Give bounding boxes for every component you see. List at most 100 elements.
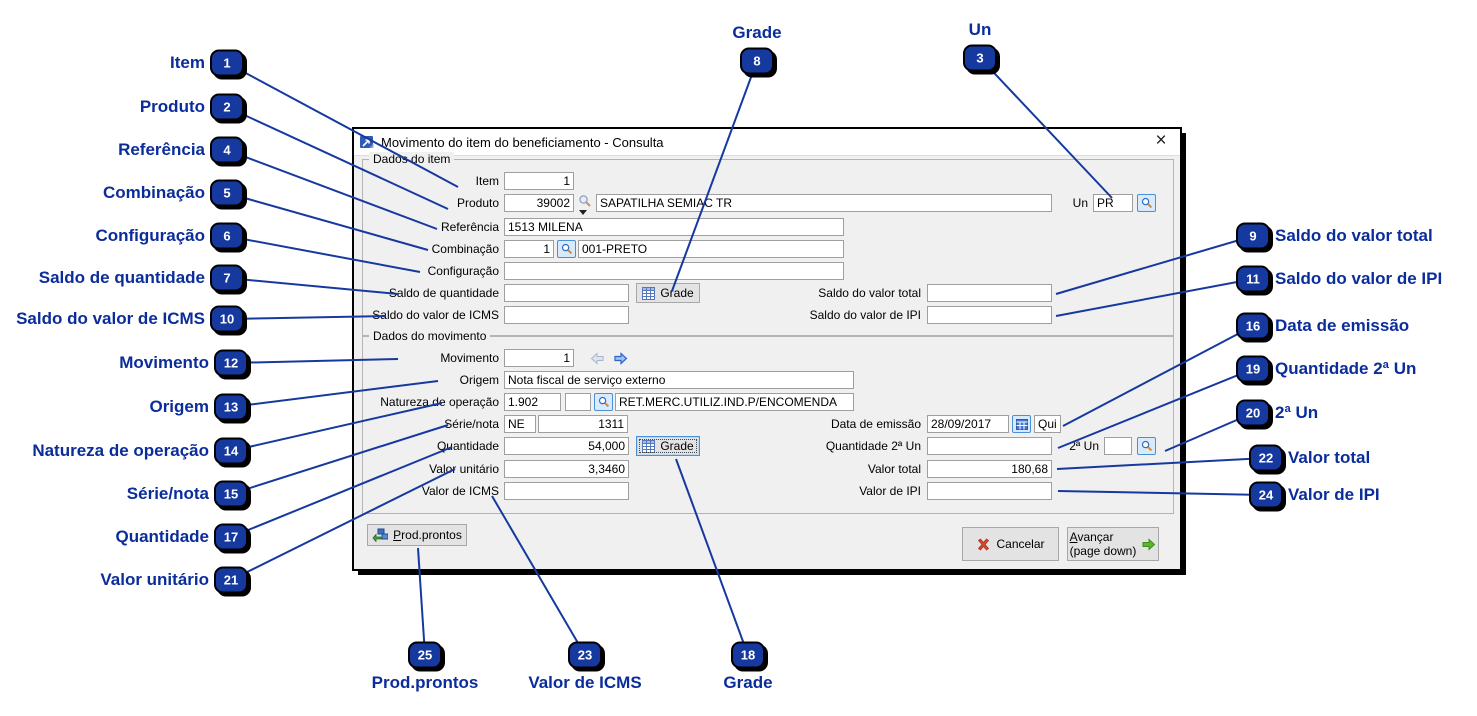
referencia-field[interactable]: 1513 MILENA: [504, 218, 844, 236]
un-field[interactable]: PR: [1093, 194, 1133, 212]
products-icon: [372, 528, 389, 542]
search-icon: [1141, 197, 1152, 209]
callout-number-badge: 16: [1236, 312, 1270, 340]
arrow-right-icon: [1142, 537, 1156, 551]
configuracao-label: Configuração: [427, 264, 499, 278]
arrow-left-icon: [590, 352, 604, 365]
natureza-code-field[interactable]: 1.902: [504, 393, 561, 411]
callout-number-badge: 21: [214, 566, 248, 594]
nota-field[interactable]: 1311: [538, 415, 628, 433]
callout-number-badge: 25: [408, 641, 442, 669]
un2-search-button[interactable]: [1137, 437, 1156, 455]
movimento-field[interactable]: 1: [504, 349, 574, 367]
produto-label: Produto: [456, 196, 499, 210]
saldo-quantidade-label: Saldo de quantidade: [388, 286, 499, 300]
callout-number-badge: 17: [214, 523, 248, 551]
serie-field[interactable]: NE: [504, 415, 536, 433]
app-icon: [360, 136, 374, 148]
cancel-x-icon: [978, 537, 990, 551]
saldo-valor-ipi-field[interactable]: [927, 306, 1052, 324]
next-movement-button[interactable]: [612, 350, 629, 367]
combinacao-desc-field[interactable]: 001-PRETO: [578, 240, 844, 258]
callout-label: Série/nota: [126, 484, 209, 503]
combinacao-search-button[interactable]: [557, 240, 576, 258]
callout-number-badge: 24: [1249, 481, 1283, 509]
arrow-right-icon: [614, 352, 628, 365]
callout-label: Item: [170, 53, 205, 72]
callout-number-badge: 7: [210, 264, 244, 292]
callout-number-badge: 14: [214, 437, 248, 465]
callout-label: Saldo do valor total: [1275, 226, 1433, 245]
un2-label: 2ª Un: [1069, 439, 1099, 453]
prod-prontos-label: Prod.prontos: [393, 528, 462, 542]
quantidade-2un-label: Quantidade 2ª Un: [825, 439, 921, 453]
combinacao-code-field[interactable]: 1: [504, 240, 554, 258]
calendar-button[interactable]: [1012, 415, 1031, 433]
callout-number-badge: 13: [214, 393, 248, 421]
valor-total-label: Valor total: [867, 462, 921, 476]
item-label: Item: [475, 174, 499, 188]
grade-button-quantidade[interactable]: Grade: [636, 436, 700, 456]
callout-label: Prod.prontos: [371, 673, 479, 692]
natureza-operacao-label: Natureza de operação: [380, 395, 499, 409]
callout-number-badge: 20: [1236, 399, 1270, 427]
quantidade-label: Quantidade: [436, 439, 499, 453]
search-icon: [561, 243, 572, 255]
natureza-search-button[interactable]: [594, 393, 613, 411]
un-search-button[interactable]: [1137, 194, 1156, 212]
callout-number-badge: 18: [731, 641, 765, 669]
callout-label: Saldo do valor de IPI: [1275, 269, 1443, 288]
callout-number-badge: 12: [214, 349, 248, 377]
produto-search-icon[interactable]: [578, 194, 592, 208]
search-icon: [1141, 440, 1152, 452]
valor-total-field[interactable]: 180,68: [927, 460, 1052, 478]
grade-button-label: Grade: [660, 286, 694, 300]
weekday-field[interactable]: Qui: [1034, 415, 1061, 433]
callout-number-badge: 2: [210, 93, 244, 121]
grade-button-saldo[interactable]: Grade: [636, 283, 700, 303]
prod-prontos-button[interactable]: Prod.prontos: [367, 524, 467, 546]
combinacao-label: Combinação: [431, 242, 499, 256]
callout-number-badge: 6: [210, 222, 244, 250]
callout-number-badge: 15: [214, 480, 248, 508]
valor-unitario-label: Valor unitário: [429, 462, 499, 476]
produto-dropdown-icon[interactable]: [579, 210, 587, 215]
callout-label: Data de emissão: [1275, 316, 1410, 335]
un-label: Un: [1072, 196, 1088, 210]
callout-number-badge: 11: [1236, 265, 1270, 293]
valor-unitario-field[interactable]: 3,3460: [504, 460, 629, 478]
previous-movement-button[interactable]: [589, 350, 606, 367]
data-emissao-field[interactable]: 28/09/2017: [927, 415, 1009, 433]
callout-label: Valor unitário: [100, 570, 209, 589]
avancar-button[interactable]: Avançar (page down): [1067, 527, 1159, 561]
close-icon: ×: [1155, 130, 1167, 151]
callout-number-badge: 4: [210, 136, 244, 164]
natureza-desc-field[interactable]: RET.MERC.UTILIZ.IND.P/ENCOMENDA: [615, 393, 854, 411]
configuracao-field[interactable]: [504, 262, 844, 280]
callout-label: Origem: [149, 397, 209, 416]
grade-button-label: Grade: [660, 439, 694, 453]
produto-code-field[interactable]: 39002: [504, 194, 574, 212]
callout-number-badge: 22: [1249, 444, 1283, 472]
quantidade-2un-field[interactable]: [927, 437, 1052, 455]
callout-label: 2ª Un: [1275, 403, 1319, 422]
origem-field[interactable]: Nota fiscal de serviço externo: [504, 371, 854, 389]
un2-field[interactable]: [1104, 437, 1132, 455]
valor-ipi-field[interactable]: [927, 482, 1052, 500]
valor-icms-field[interactable]: [504, 482, 629, 500]
callout-number-badge: 9: [1236, 222, 1270, 250]
natureza-code2-field[interactable]: [565, 393, 591, 411]
close-button[interactable]: ×: [1150, 130, 1172, 152]
callout-label: Saldo de quantidade: [38, 268, 205, 287]
produto-desc-field[interactable]: SAPATILHA SEMIAC TR: [596, 194, 1052, 212]
saldo-quantidade-field[interactable]: [504, 284, 629, 302]
callout-number-badge: 1: [210, 49, 244, 77]
saldo-valor-icms-field[interactable]: [504, 306, 629, 324]
saldo-valor-total-field[interactable]: [927, 284, 1052, 302]
dialog-titlebar[interactable]: Movimento do item do beneficiamento - Co…: [354, 129, 1180, 156]
origem-label: Origem: [459, 373, 499, 387]
referencia-label: Referência: [440, 220, 499, 234]
cancelar-button[interactable]: Cancelar: [962, 527, 1059, 561]
quantidade-field[interactable]: 54,000: [504, 437, 629, 455]
item-field[interactable]: 1: [504, 172, 574, 190]
